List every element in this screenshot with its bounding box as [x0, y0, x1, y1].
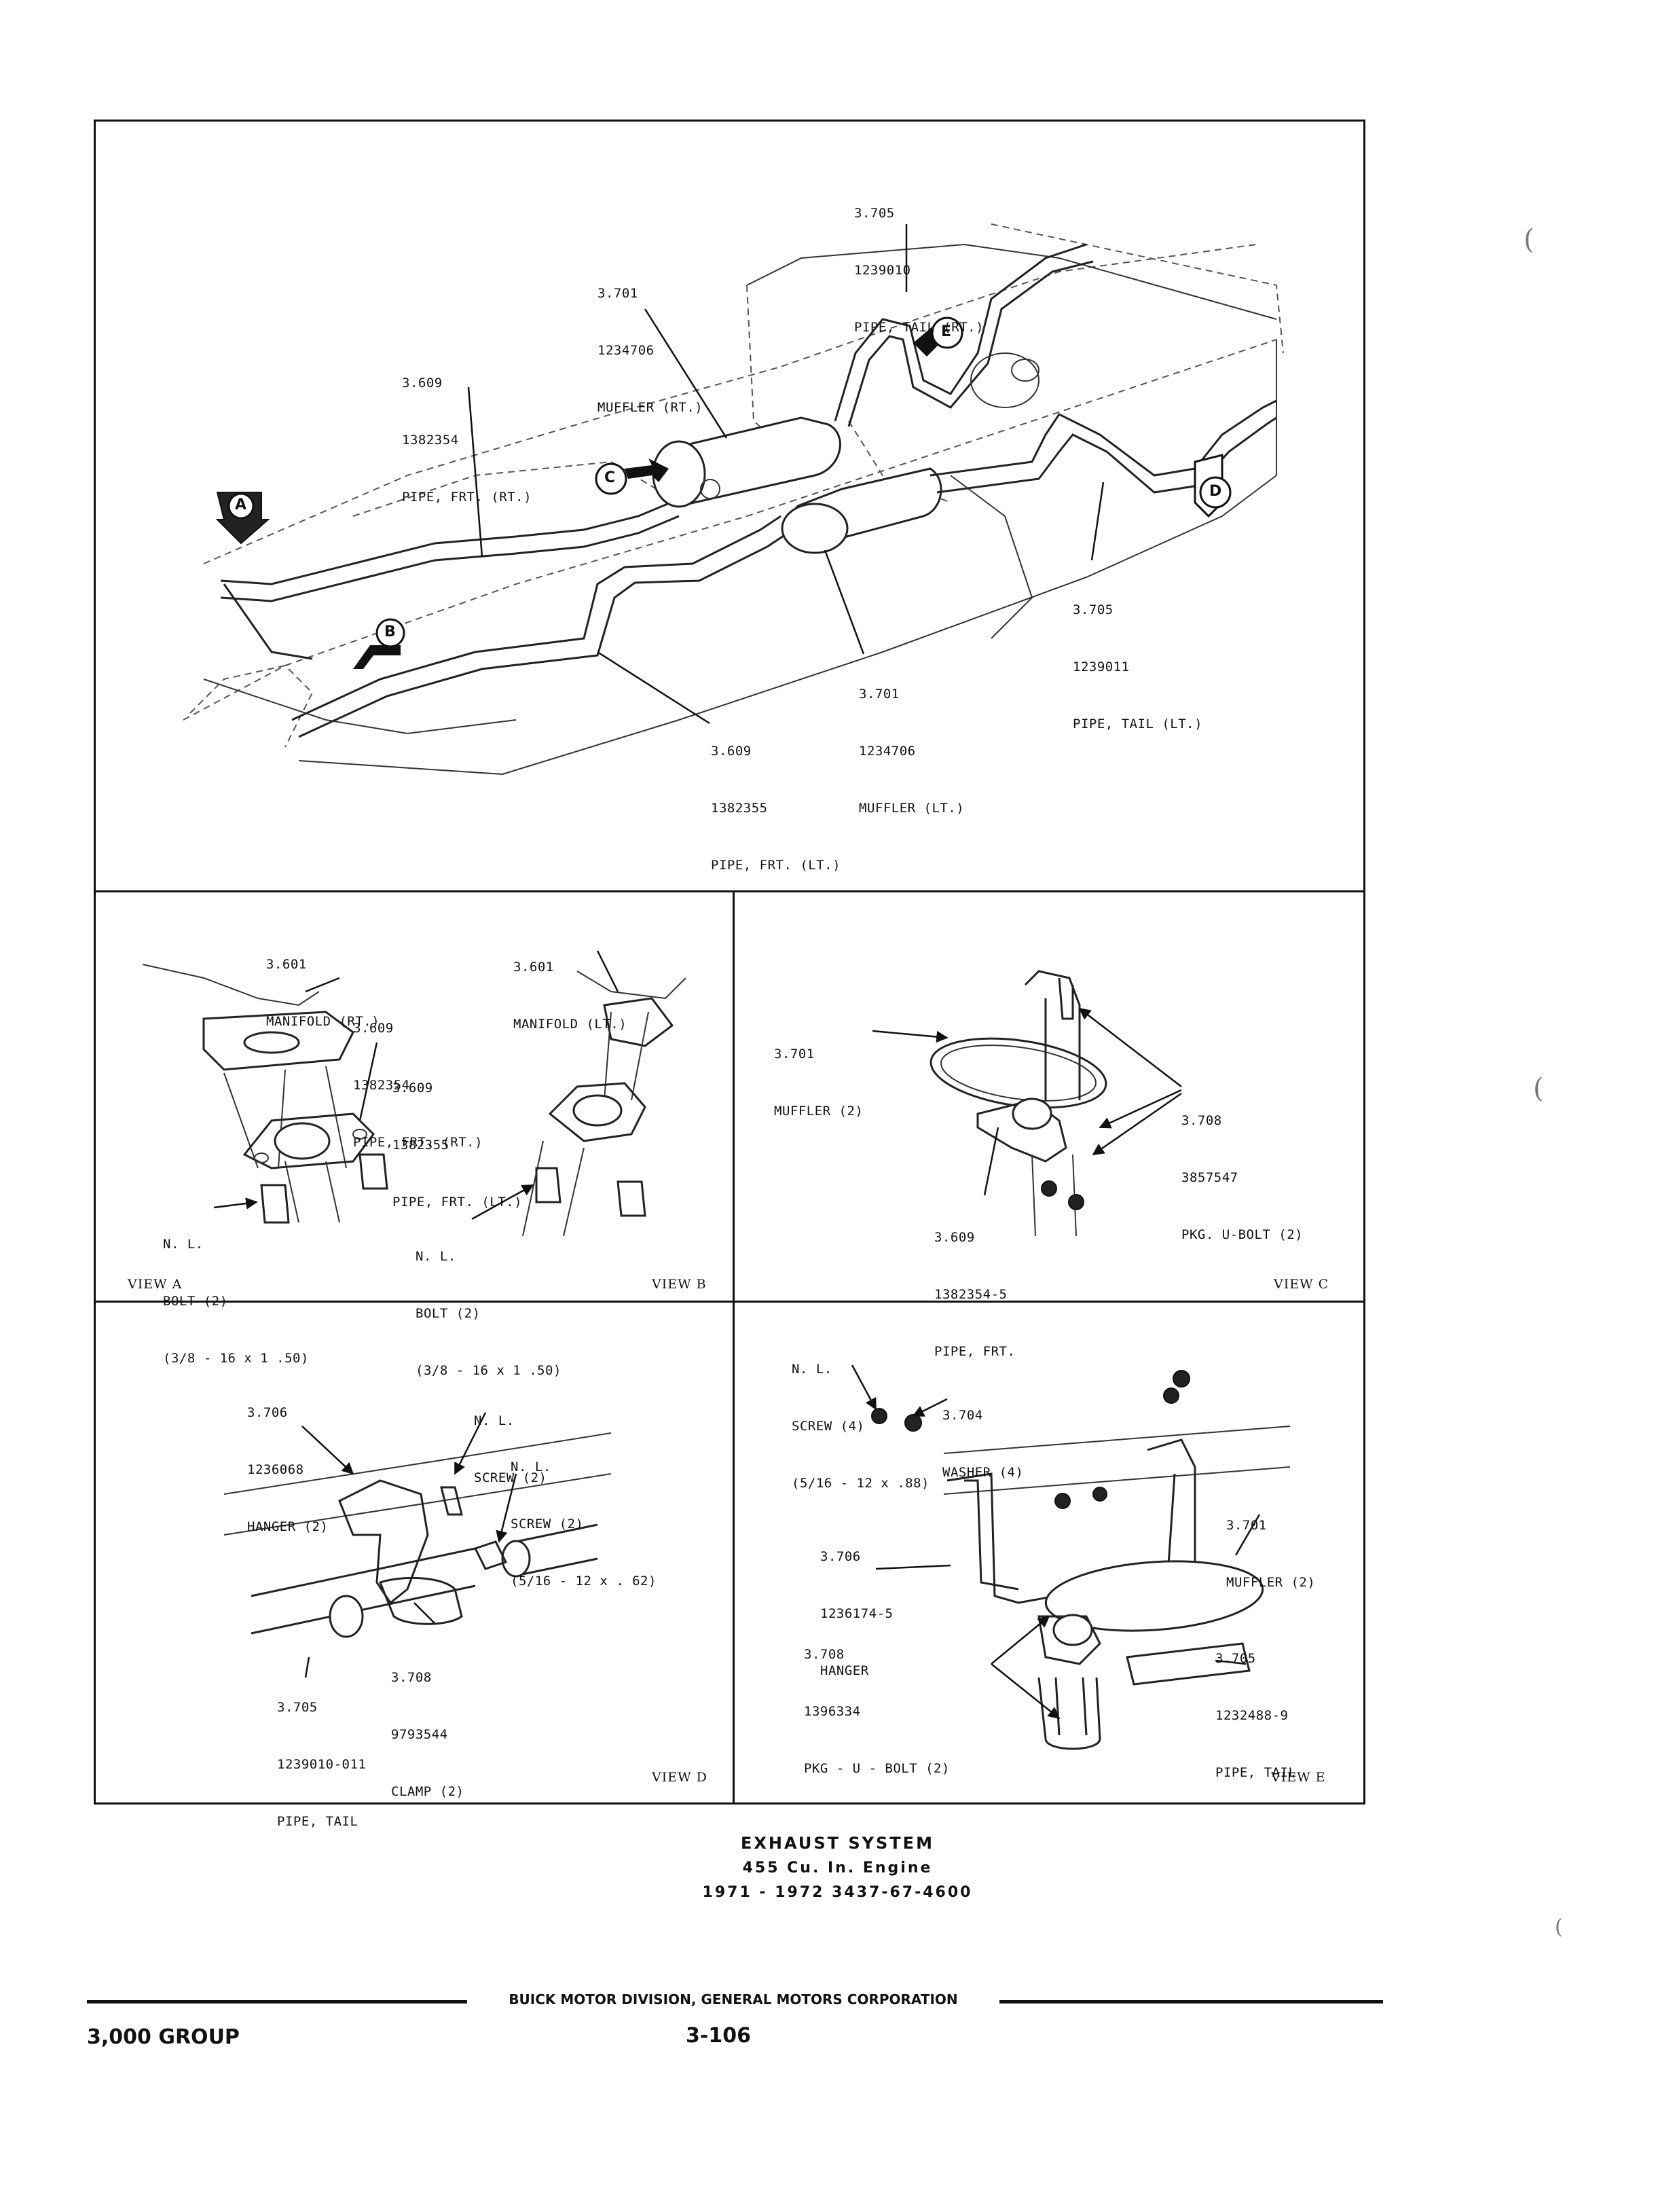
view-d-clamp-callout: 3.708 9793544 CLAMP (2)	[391, 1670, 464, 1799]
tail-pipe-lt	[929, 399, 1277, 494]
view-c-pipe-callout: 3.609 1382354-5 PIPE, FRT.	[934, 1230, 1016, 1359]
footer-group: 3,000 GROUP	[87, 2025, 240, 2049]
view-a-pipe-callout: 3.609 1382354 PIPE, FRT. (RT.)	[353, 1021, 483, 1150]
view-c-muffler-callout: 3.701 MUFFLER (2)	[774, 1047, 864, 1119]
view-d-tail-callout: 3.705 1239010-011 PIPE, TAIL	[277, 1700, 367, 1829]
view-b-manifold-callout: 3.601 MANIFOLD (LT.)	[513, 960, 627, 1032]
tail-pipe-rt	[834, 243, 1094, 427]
caption-engine: 455 Cu. In. Engine	[742, 1860, 933, 1876]
footer-rule-left	[87, 2000, 467, 2004]
view-d-hanger-callout: 3.706 1236068 HANGER (2)	[247, 1405, 329, 1534]
view-letter-d: D	[1209, 483, 1222, 500]
view-c-label: VIEW C	[1274, 1277, 1329, 1292]
view-a-art	[142, 964, 388, 1224]
callout-tail-pipe-lt: 3.705 1239011 PIPE, TAIL (LT.)	[1073, 602, 1203, 731]
view-b-pipe-callout: 3.609 1382355 PIPE, FRT. (LT.)	[392, 1081, 523, 1210]
front-pipe-rt	[220, 498, 680, 660]
view-d-label: VIEW D	[652, 1770, 707, 1785]
view-b-label: VIEW B	[652, 1277, 707, 1292]
caption-title: EXHAUST SYSTEM	[741, 1834, 934, 1853]
view-arrow-e	[913, 316, 963, 357]
view-e-hanger-callout: 3.706 1236174-5 HANGER	[820, 1549, 894, 1678]
view-e-tail-callout: 3.705 1232488-9 PIPE, TAIL	[1215, 1651, 1297, 1780]
view-a-manifold-callout: 3.601 MANIFOLD (RT.)	[266, 957, 380, 1029]
front-pipe-lt	[291, 515, 788, 738]
view-letter-a: A	[235, 496, 247, 513]
view-c-art	[872, 970, 1182, 1237]
scan-edge-mark: (	[1555, 1915, 1563, 1939]
callout-front-pipe-rt: 3.609 1382354 PIPE, FRT. (RT.)	[402, 376, 532, 505]
view-e-screw-callout: N. L. SCREW (4) (5/16 - 12 x .88)	[792, 1362, 929, 1491]
view-a-label: VIEW A	[128, 1277, 183, 1292]
view-e-art	[851, 1364, 1291, 1750]
scan-edge-mark: (	[1533, 1073, 1544, 1104]
view-arrow-c	[595, 458, 669, 495]
footer-rule-right	[999, 2000, 1383, 2004]
view-b-bolt-callout: N. L. BOLT (2) (3/8 - 16 x 1 .50)	[416, 1249, 562, 1378]
view-arrow-d	[1194, 454, 1232, 518]
view-a-bolt-callout: N. L. BOLT (2) (3/8 - 16 x 1 .50)	[163, 1237, 309, 1366]
view-d-screw2-callout: N. L. SCREW (2) (5/16 - 12 x . 62)	[511, 1459, 657, 1589]
view-c-ubolt-callout: 3.708 3857547 PKG. U-BOLT (2)	[1181, 1113, 1304, 1242]
view-arrow-b	[353, 618, 405, 669]
view-e-label: VIEW E	[1271, 1770, 1326, 1785]
view-arrows	[215, 316, 1232, 669]
view-letter-b: B	[384, 623, 396, 640]
callout-tail-pipe-rt: 3.705 1239010 PIPE, TAIL (RT.)	[854, 206, 984, 335]
caption-models: 1971 - 1972 3437-67-4600	[702, 1884, 973, 1901]
view-e-washer-callout: 3.704 WASHER (4)	[942, 1408, 1024, 1480]
view-d-art	[223, 1412, 612, 1678]
view-e-muffler-callout: 3.701 MUFFLER (2)	[1226, 1518, 1316, 1590]
view-b-art	[471, 950, 686, 1237]
footer-division: BUICK MOTOR DIVISION, GENERAL MOTORS COR…	[509, 1991, 958, 2008]
view-letter-c: C	[604, 469, 616, 486]
callout-muffler-rt: 3.701 1234706 MUFFLER (RT.)	[597, 286, 703, 415]
callout-front-pipe-lt: 3.609 1382355 PIPE, FRT. (LT.)	[711, 744, 841, 873]
view-arrow-a	[215, 492, 270, 545]
muffler-lt	[781, 467, 942, 554]
view-d-screw-callout: N. L. SCREW (2)	[474, 1413, 547, 1485]
main-leader-lines	[467, 224, 1105, 725]
view-e-ubolt-callout: 3.708 1396334 PKG - U - BOLT (2)	[804, 1647, 950, 1776]
scan-edge-mark: (	[1524, 224, 1534, 255]
footer-page-number: 3-106	[686, 2024, 751, 2048]
rear-axle-hint	[970, 352, 1039, 408]
view-letter-e: E	[941, 323, 952, 340]
callout-muffler-lt: 3.701 1234706 MUFFLER (LT.)	[859, 687, 965, 816]
view-e-frame	[733, 1301, 1365, 1805]
